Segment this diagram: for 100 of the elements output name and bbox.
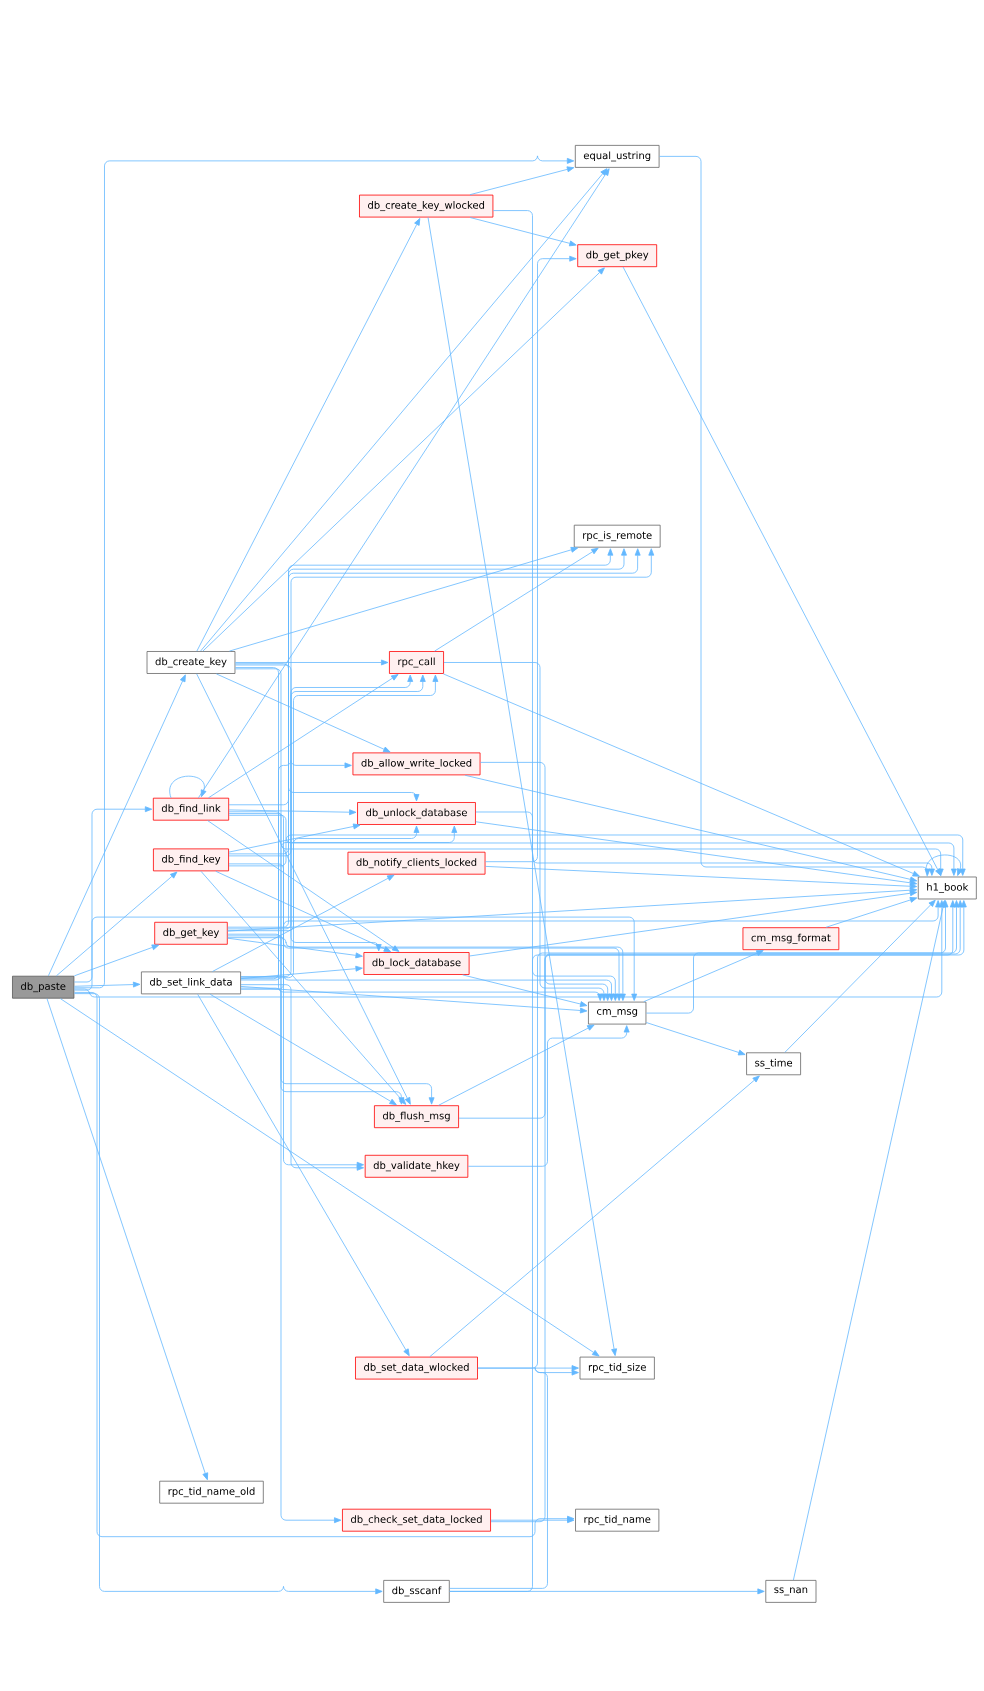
function-box: db_allow_write_locked bbox=[352, 752, 481, 776]
arrow bbox=[475, 821, 918, 886]
arrow bbox=[227, 548, 641, 928]
arrow bbox=[56, 871, 178, 977]
arrow bbox=[462, 974, 588, 1007]
function-box: rpc_tid_name_old bbox=[159, 1480, 264, 1504]
arrow bbox=[240, 674, 439, 979]
arrow bbox=[645, 1022, 746, 1056]
arrow bbox=[215, 870, 392, 952]
function-box: rpc_tid_size bbox=[579, 1356, 655, 1380]
arrow bbox=[227, 674, 426, 930]
function-box: rpc_is_remote bbox=[573, 524, 661, 548]
arrow bbox=[643, 950, 764, 1003]
arrow bbox=[228, 813, 615, 1001]
function-box: db_get_key bbox=[154, 921, 228, 945]
arrow bbox=[228, 863, 622, 1001]
arrow bbox=[200, 870, 407, 1105]
function-box: db_set_link_data bbox=[141, 971, 241, 995]
arrow bbox=[469, 166, 575, 196]
arrow bbox=[198, 168, 610, 799]
function-box: db_find_key bbox=[153, 848, 229, 872]
current-function-box: db_paste bbox=[12, 975, 75, 999]
function-box: h1_book bbox=[917, 876, 977, 900]
function-box: db_check_set_data_locked bbox=[342, 1508, 491, 1532]
arrow bbox=[228, 823, 361, 853]
arrow bbox=[73, 155, 575, 989]
function-box: ss_nan bbox=[765, 1580, 817, 1603]
arrow bbox=[207, 820, 400, 952]
arrow bbox=[73, 806, 153, 983]
arrow bbox=[73, 900, 945, 998]
arrow bbox=[212, 874, 395, 972]
arrow bbox=[427, 217, 617, 1356]
arrow bbox=[467, 1025, 630, 1167]
arrow bbox=[492, 210, 935, 876]
arrow bbox=[197, 993, 410, 1357]
arrow bbox=[215, 673, 391, 753]
arrow bbox=[825, 897, 918, 928]
function-box: equal_ustring bbox=[574, 145, 660, 168]
arrow bbox=[490, 1517, 575, 1524]
arrow bbox=[227, 933, 435, 1105]
arrow bbox=[429, 1075, 760, 1358]
arrow bbox=[196, 673, 411, 1105]
arrow bbox=[200, 168, 608, 652]
function-box: db_lock_database bbox=[363, 952, 470, 975]
arrow bbox=[73, 916, 638, 1001]
arrow bbox=[73, 981, 141, 988]
arrow bbox=[449, 1367, 579, 1589]
arrow bbox=[228, 548, 627, 855]
arrow bbox=[469, 890, 918, 957]
function-box: db_find_link bbox=[152, 797, 230, 821]
function-box: cm_msg bbox=[588, 1001, 647, 1025]
arrow bbox=[234, 664, 382, 952]
arrow bbox=[46, 998, 209, 1481]
arrow bbox=[784, 899, 936, 1053]
arrow bbox=[48, 674, 186, 977]
arrow bbox=[477, 1365, 579, 1371]
arrow bbox=[228, 811, 405, 1105]
arrow bbox=[234, 668, 944, 876]
arrow bbox=[480, 762, 611, 1001]
arrow bbox=[234, 667, 604, 1001]
arrow bbox=[464, 774, 918, 883]
function-box: ss_time bbox=[746, 1052, 801, 1076]
arrow bbox=[458, 900, 956, 1119]
arrow bbox=[228, 809, 357, 816]
arrow bbox=[227, 887, 918, 932]
arrow bbox=[443, 662, 607, 1001]
arrow bbox=[169, 775, 207, 799]
arrow bbox=[228, 674, 414, 857]
arrow bbox=[202, 267, 605, 652]
arrow bbox=[793, 900, 946, 1581]
arrow bbox=[240, 900, 942, 990]
arrow bbox=[485, 255, 577, 863]
arrow bbox=[234, 663, 420, 802]
arrow bbox=[469, 217, 577, 247]
arrow bbox=[434, 547, 599, 652]
arrow bbox=[240, 548, 655, 977]
arrow bbox=[622, 266, 942, 876]
arrow bbox=[449, 1588, 765, 1595]
arrow bbox=[228, 548, 614, 806]
arrow bbox=[475, 811, 619, 1001]
arrow bbox=[240, 986, 588, 1014]
arrow bbox=[208, 674, 399, 799]
function-box: db_sscanf bbox=[383, 1580, 450, 1603]
arrow bbox=[227, 937, 363, 959]
function-box: db_set_data_wlocked bbox=[355, 1356, 478, 1380]
arrow bbox=[485, 866, 918, 890]
arrow bbox=[228, 814, 957, 876]
function-box: db_flush_msg bbox=[374, 1105, 459, 1129]
arrow bbox=[73, 944, 160, 977]
arrow bbox=[442, 673, 920, 877]
arrow bbox=[209, 993, 397, 1106]
arrow bbox=[240, 965, 363, 979]
arrow bbox=[229, 546, 579, 652]
arrow bbox=[227, 935, 364, 1168]
function-box: rpc_call bbox=[389, 651, 444, 674]
arrow bbox=[645, 900, 949, 1014]
arrow bbox=[228, 834, 966, 876]
arrow bbox=[59, 998, 600, 1357]
arrow bbox=[925, 854, 963, 877]
arrow bbox=[234, 659, 389, 666]
